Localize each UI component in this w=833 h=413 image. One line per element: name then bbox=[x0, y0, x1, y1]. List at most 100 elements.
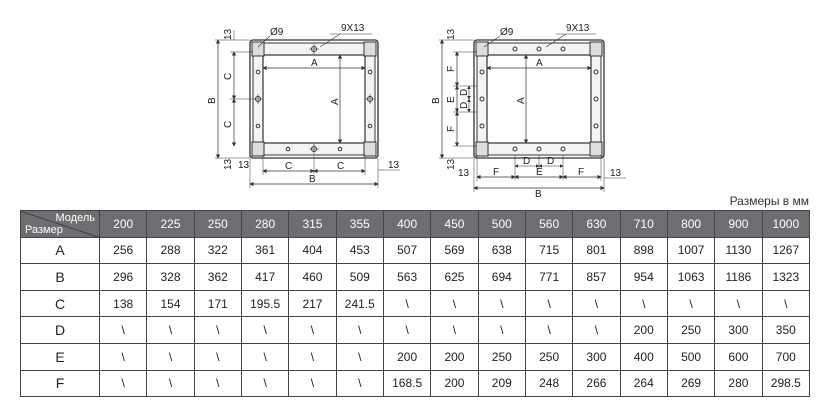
table-cell: 362 bbox=[193, 263, 242, 291]
left-dim-13-top: 13 bbox=[223, 28, 234, 40]
model-header: 710 bbox=[619, 210, 668, 238]
table-cell: 209 bbox=[477, 369, 526, 398]
right-dim-b-v: B bbox=[431, 97, 442, 104]
table-cell: 569 bbox=[430, 236, 479, 265]
table-cell: 700 bbox=[761, 342, 811, 371]
table-cell: \ bbox=[98, 342, 148, 371]
left-drawing-labels: Ø9 9X13 A A B C C 13 13 13 C C B 13 bbox=[207, 23, 400, 185]
table-cell: \ bbox=[240, 316, 290, 344]
table-cell: 200 bbox=[619, 316, 668, 344]
right-dim-13-right: 13 bbox=[610, 168, 622, 179]
table-cell: 350 bbox=[761, 316, 811, 344]
table-cell: \ bbox=[146, 316, 195, 344]
model-header: 630 bbox=[572, 210, 621, 238]
model-header: 355 bbox=[335, 210, 384, 238]
table-cell: \ bbox=[382, 316, 432, 344]
table-cell: \ bbox=[240, 342, 290, 371]
table-cell: \ bbox=[98, 316, 148, 344]
table-cell: \ bbox=[193, 342, 242, 371]
model-header: 560 bbox=[524, 210, 574, 238]
table-cell: \ bbox=[619, 289, 668, 318]
model-header: 200 bbox=[98, 210, 148, 238]
table-cell: 300 bbox=[572, 342, 621, 371]
left-dim-13-side: 13 bbox=[238, 160, 250, 171]
model-header: 280 bbox=[240, 210, 290, 238]
right-dim-d-v1: D bbox=[459, 89, 470, 96]
table-cell: 269 bbox=[666, 369, 716, 398]
right-dim-13-top: 13 bbox=[446, 28, 457, 40]
table-cell: \ bbox=[288, 316, 337, 344]
table-cell: 507 bbox=[382, 236, 432, 265]
model-header: 900 bbox=[714, 210, 763, 238]
table-cell: 250 bbox=[666, 316, 716, 344]
model-header: 315 bbox=[288, 210, 337, 238]
right-dim-f-h1: F bbox=[493, 167, 499, 178]
row-label: E bbox=[20, 342, 100, 371]
right-dim-a-v: A bbox=[516, 97, 527, 104]
corner-model-label: Модель bbox=[55, 212, 95, 224]
left-dim-13-bottom: 13 bbox=[223, 158, 234, 170]
table-cell: 771 bbox=[524, 263, 574, 291]
table-cell: \ bbox=[430, 316, 479, 344]
model-header: 450 bbox=[430, 210, 479, 238]
table-cell: 300 bbox=[714, 316, 763, 344]
table-cell: 460 bbox=[288, 263, 337, 291]
units-note: Размеры в мм bbox=[729, 194, 809, 208]
table-cell: \ bbox=[572, 316, 621, 344]
table-cell: 288 bbox=[146, 236, 195, 265]
right-dim-13-bottom: 13 bbox=[446, 158, 457, 170]
table-cell: 264 bbox=[619, 369, 668, 398]
right-dim-f-upper: F bbox=[446, 66, 457, 72]
corner-size-label: Размер bbox=[25, 223, 63, 236]
table-cell: 694 bbox=[477, 263, 526, 291]
table-cell: \ bbox=[714, 289, 763, 318]
row-label: C bbox=[20, 289, 100, 318]
table-cell: 361 bbox=[240, 236, 290, 265]
table-cell: \ bbox=[382, 289, 432, 318]
table-cell: \ bbox=[146, 342, 195, 371]
table-cell: 195.5 bbox=[240, 289, 290, 318]
table-cell: 600 bbox=[714, 342, 763, 371]
table-cell: \ bbox=[666, 289, 716, 318]
row-label: D bbox=[20, 316, 100, 344]
table-cell: \ bbox=[193, 316, 242, 344]
table-cell: \ bbox=[335, 316, 384, 344]
table-cell: \ bbox=[572, 289, 621, 318]
table-cell: 453 bbox=[335, 236, 384, 265]
model-header: 500 bbox=[477, 210, 526, 238]
table-corner-cell: Модель Размер bbox=[20, 210, 100, 238]
table-cell: 171 bbox=[193, 289, 242, 318]
table-cell: 638 bbox=[477, 236, 526, 265]
left-dim-c-bottom-1: C bbox=[285, 161, 292, 172]
table-cell: 625 bbox=[430, 263, 479, 291]
table-cell: \ bbox=[477, 289, 526, 318]
left-flange-drawing bbox=[215, 30, 400, 188]
right-dim-e-h: E bbox=[536, 167, 543, 178]
table-cell: 200 bbox=[430, 342, 479, 371]
table-cell: 138 bbox=[98, 289, 148, 318]
table-cell: 256 bbox=[98, 236, 148, 265]
left-dim-a-v: A bbox=[330, 98, 341, 105]
table-cell: 250 bbox=[524, 342, 574, 371]
left-dim-b-bottom: B bbox=[309, 174, 316, 185]
table-cell: 168.5 bbox=[382, 369, 432, 398]
table-cell: 322 bbox=[193, 236, 242, 265]
row-label: A bbox=[20, 236, 100, 265]
table-cell: 241.5 bbox=[335, 289, 384, 318]
row-label: F bbox=[20, 369, 100, 398]
table-cell: 500 bbox=[666, 342, 716, 371]
table-cell: 248 bbox=[524, 369, 574, 398]
table-cell: 217 bbox=[288, 289, 337, 318]
table-cell: 857 bbox=[572, 263, 621, 291]
right-drawing-labels: Ø9 9X13 A A B F E F D D 13 13 13 D D F E… bbox=[431, 23, 622, 200]
model-header: 250 bbox=[193, 210, 242, 238]
model-header: 225 bbox=[146, 210, 195, 238]
left-dim-c-upper: C bbox=[223, 73, 234, 80]
